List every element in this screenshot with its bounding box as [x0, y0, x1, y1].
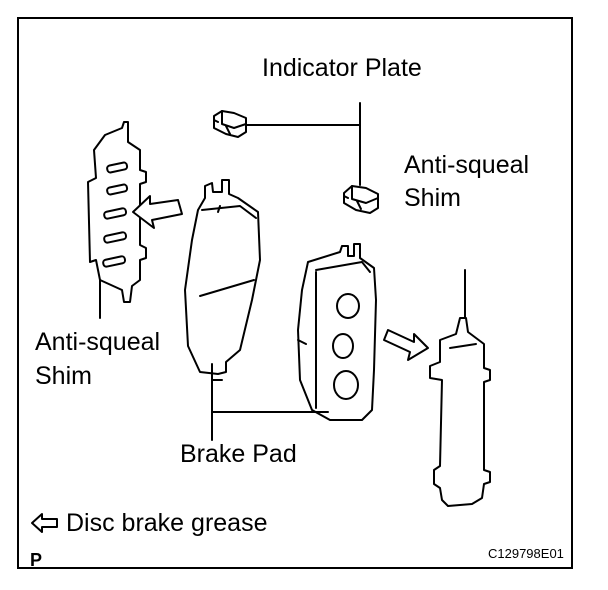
corner-code: P — [30, 550, 43, 570]
anti-squeal-shim-right — [429, 269, 491, 507]
hollow-left-arrow-icon — [31, 513, 58, 533]
figure-code: C129798E01 — [488, 546, 564, 561]
anti-squeal-shim-right-label-line1: Anti-squeal — [404, 151, 530, 179]
grease-arrow-left-shim — [132, 195, 183, 229]
brake-pad-leader — [211, 411, 311, 441]
anti-squeal-shim-right-label-line2: Shim — [404, 184, 461, 212]
grease-legend: Disc brake grease — [30, 507, 267, 539]
indicator-plate-bottom — [343, 185, 379, 214]
indicator-plate-leader — [239, 102, 361, 186]
indicator-plate-top — [213, 110, 247, 138]
brake-pad-right — [297, 243, 377, 421]
brake-pad-label: Brake Pad — [180, 440, 297, 468]
brake-pad-left — [184, 179, 261, 413]
anti-squeal-shim-left-label-line2: Shim — [35, 362, 92, 390]
anti-squeal-shim-left — [87, 121, 147, 319]
legend-text: Disc brake grease — [66, 509, 268, 537]
anti-squeal-shim-left-label-line1: Anti-squeal — [35, 328, 161, 356]
indicator-plate-label: Indicator Plate — [262, 54, 422, 82]
grease-arrow-right-shim — [383, 329, 429, 361]
